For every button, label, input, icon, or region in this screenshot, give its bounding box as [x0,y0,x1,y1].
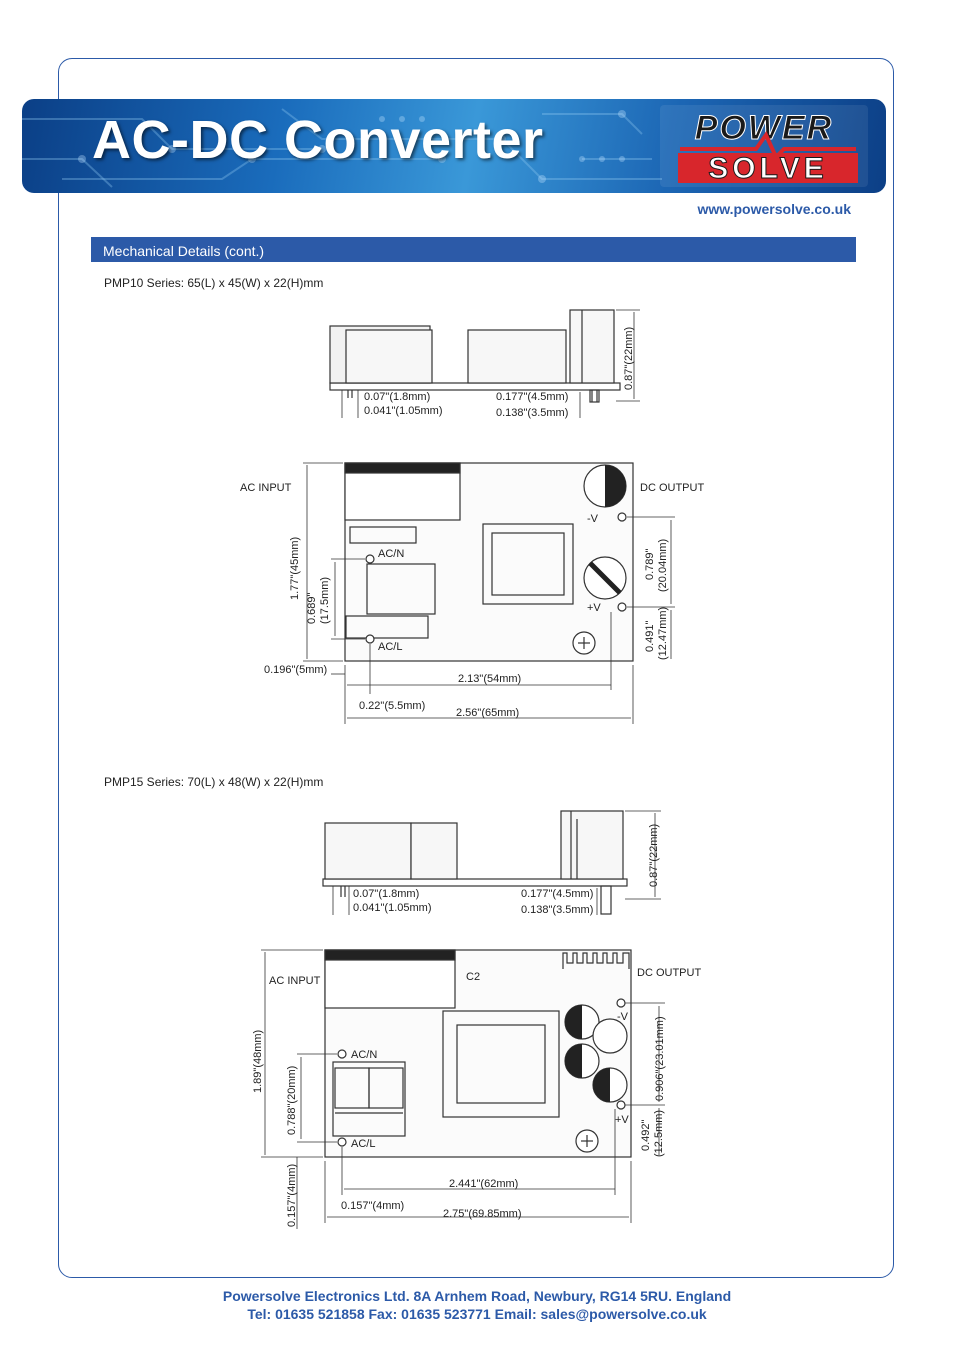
pmp15-series-label: PMP15 Series: 70(L) x 48(W) x 22(H)mm [104,775,324,789]
pmp10-output-pin-length-label: 0.177"(4.5mm) [496,391,568,403]
pmp10-pin-length-label: 0.07"(1.8mm) [364,391,430,403]
pmp15-c2-label: C2 [466,971,480,983]
pmp15-dc-output-label: DC OUTPUT [637,967,701,979]
pmp10-pos-v-label: +V [587,602,601,614]
pmp15-output-pitch-label: 0.906"(23.01mm) [654,1016,666,1101]
pmp15-capacitor-icons [565,1005,610,1102]
pmp10-neg-v-label: -V [587,513,599,525]
pmp10-capacitor-lower-icon [588,561,622,595]
pmp15-output-offset-label-a: 0.492" [640,1119,652,1151]
logo-red-block [678,153,858,183]
pmp15-pin-span-label: 2.441"(62mm) [449,1178,518,1190]
pmp15-acl-label: AC/L [351,1138,375,1150]
header-banner: AC-DC Converter POWER SOLVE [22,99,886,193]
pmp15-top-view: AC INPUT C2 DC OUTPUT AC/N AC/L -V +V 1.… [252,949,701,1229]
pmp15-width-label: 1.89"(48mm) [252,1030,264,1093]
pmp15-height-label: 0.87"(22mm) [648,824,660,887]
circuit-board-background [22,108,662,188]
pmp10-capacitor-upper-icon [605,465,626,507]
page-frame [58,58,894,1278]
powersolve-logo: POWER SOLVE [660,105,868,187]
pmp15-side-view: 0.07"(1.8mm) 0.041"(1.05mm) 0.177"(4.5mm… [322,810,661,916]
pmp10-ac-pitch-label-a: 0.689" [306,592,318,624]
pmp15-pos-v-label: +V [615,1114,629,1126]
website-url[interactable]: www.powersolve.co.uk [697,201,851,217]
logo-solve-text: SOLVE [708,152,827,185]
pmp10-acn-label: AC/N [378,548,404,560]
pmp15-pin-inset-label: 0.157"(4mm) [341,1200,404,1212]
banner-title: AC-DC Converter [92,110,544,170]
logo-power-text: POWER [695,109,833,147]
footer-contact: Tel: 01635 521858 Fax: 01635 523771 Emai… [247,1306,707,1322]
pmp10-pin-span-label: 2.13"(54mm) [458,673,521,685]
pmp10-acl-label: AC/L [378,641,402,653]
pmp10-top-view: AC INPUT DC OUTPUT AC/N AC/L -V +V 1.77"… [240,462,704,724]
pmp10-series-label: PMP10 Series: 65(L) x 45(W) x 22(H)mm [104,276,324,290]
pmp15-output-offset-label-b: (12.5mm) [653,1110,665,1157]
pmp10-side-view: 0.07"(1.8mm) 0.041"(1.05mm) 0.177"(4.5mm… [329,309,640,419]
pmp10-edge-offset-label: 0.196"(5mm) [264,664,327,676]
pmp15-pin-diameter-label: 0.041"(1.05mm) [353,902,432,914]
pmp10-output-offset-label-b: (12.47mm) [657,607,669,660]
logo-pulse-line [680,131,856,161]
section-header: Mechanical Details (cont.) [91,237,856,262]
section-title: Mechanical Details (cont.) [103,243,265,259]
pmp15-acn-label: AC/N [351,1049,377,1061]
pmp15-length-label: 2.75"(69.85mm) [443,1208,522,1220]
pmp15-neg-v-label: -V [617,1011,629,1023]
pmp15-ac-pitch-label: 0.788"(20mm) [286,1066,298,1135]
pmp15-output-pin-length-label: 0.177"(4.5mm) [521,888,593,900]
pmp10-dc-output-label: DC OUTPUT [640,482,704,494]
pmp15-edge-offset-label: 0.157"(4mm) [286,1164,298,1227]
pmp10-ac-input-label: AC INPUT [240,482,292,494]
pmp10-ac-pitch-label-b: (17.5mm) [319,577,331,624]
pmp15-output-pin-diameter-label: 0.138"(3.5mm) [521,904,593,916]
pmp10-pin-inset-label: 0.22"(5.5mm) [359,700,425,712]
pmp10-output-pin-diameter-label: 0.138"(3.5mm) [496,407,568,419]
pmp10-output-offset-label-a: 0.491" [644,620,656,652]
pmp10-output-pitch-label-a: 0.789" [644,548,656,580]
pmp15-ac-input-label: AC INPUT [269,975,321,987]
pmp10-output-pitch-label-b: (20.04mm) [657,539,669,592]
footer-address: Powersolve Electronics Ltd. 8A Arnhem Ro… [222,1288,732,1304]
pmp10-width-label: 1.77"(45mm) [289,537,301,600]
pmp10-pin-diameter-label: 0.041"(1.05mm) [364,405,443,417]
pmp10-height-label: 0.87"(22mm) [623,327,635,390]
pmp10-length-label: 2.56"(65mm) [456,707,519,719]
pmp15-pin-length-label: 0.07"(1.8mm) [353,888,419,900]
